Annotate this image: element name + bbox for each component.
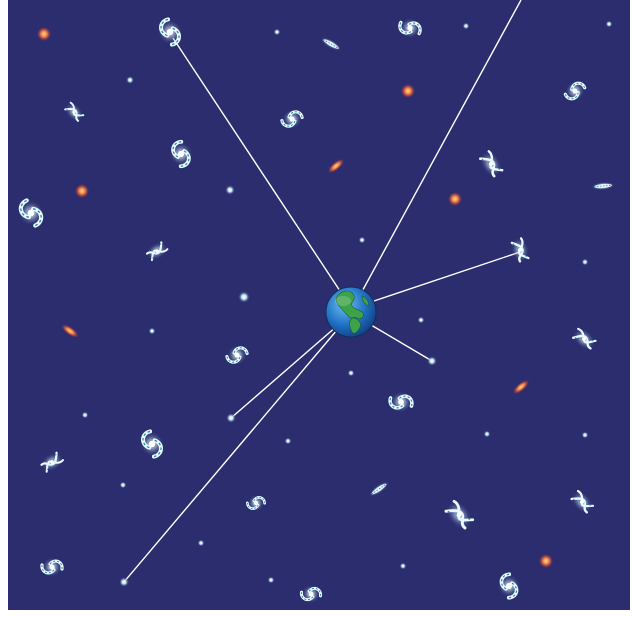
faint-galaxy-dot-icon: [347, 369, 355, 377]
faint-galaxy-dot-icon: [119, 481, 127, 489]
faint-galaxy-dot-icon: [267, 576, 275, 584]
faint-galaxy-dot-icon: [226, 413, 236, 423]
faint-galaxy-dot-icon: [197, 539, 205, 547]
red-galaxy-icon: [75, 184, 89, 198]
faint-galaxy-dot-icon: [581, 258, 589, 266]
sight-line-right: [367, 251, 521, 304]
faint-galaxy-dot-icon: [273, 28, 281, 36]
faint-galaxy-dot-icon: [462, 22, 470, 30]
faint-galaxy-dot-icon: [238, 291, 250, 303]
red-galaxy-icon: [539, 554, 553, 568]
sight-line-lower-left: [230, 325, 338, 419]
faint-galaxy-dot-icon: [358, 236, 366, 244]
sight-lines: [123, 0, 522, 583]
sight-line-upper-left: [172, 37, 345, 298]
red-galaxy-icon: [448, 192, 462, 206]
faint-galaxy-dot-icon: [605, 20, 613, 28]
faint-galaxy-dot-icon: [417, 316, 425, 324]
faint-galaxies: [81, 20, 613, 587]
sight-line-top-right: [358, 0, 522, 298]
spiral-galaxy-icon: [40, 555, 64, 579]
red-galaxies: [37, 27, 553, 568]
spiral-galaxy-icon: [299, 582, 323, 606]
faint-galaxy-dot-icon: [119, 577, 129, 587]
red-galaxy-icon: [61, 324, 79, 338]
sight-line-lower-right: [365, 321, 433, 362]
faint-galaxy-dot-icon: [483, 430, 491, 438]
faint-galaxy-dot-icon: [225, 185, 235, 195]
faint-galaxy-dot-icon: [81, 411, 89, 419]
red-galaxy-icon: [512, 379, 530, 395]
faint-galaxy-dot-icon: [148, 327, 156, 335]
red-galaxy-icon: [401, 84, 415, 98]
faint-galaxy-dot-icon: [126, 76, 134, 84]
earth-globe-icon: [325, 286, 377, 338]
space-background: [8, 0, 630, 610]
sight-line-bottom-left: [123, 329, 338, 583]
faint-galaxy-dot-icon: [427, 356, 437, 366]
red-galaxy-icon: [37, 27, 51, 41]
red-galaxy-icon: [327, 158, 345, 174]
faint-galaxy-dot-icon: [581, 431, 589, 439]
faint-galaxy-dot-icon: [284, 437, 292, 445]
faint-galaxy-dot-icon: [399, 562, 407, 570]
